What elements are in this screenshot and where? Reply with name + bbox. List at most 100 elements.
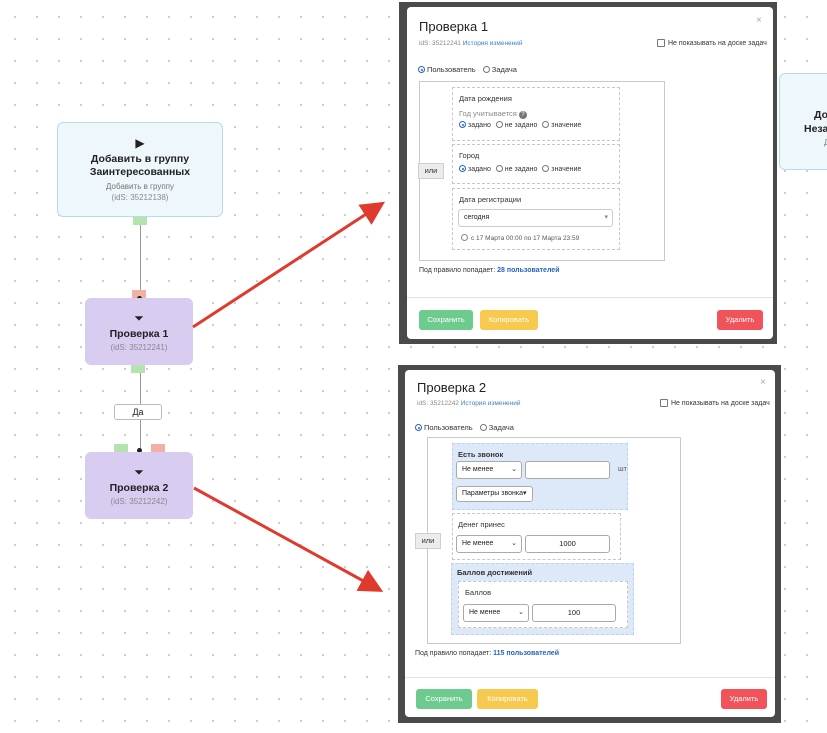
check2-yes-port[interactable] xyxy=(114,444,128,452)
money-amount-input[interactable]: 1000 xyxy=(525,535,610,553)
points-inner-label: Баллов xyxy=(465,588,492,597)
funnel-icon: ⏷ xyxy=(134,310,144,325)
radio-user-label: Пользователь xyxy=(427,65,476,74)
modal1-summary: Под правило попадает: 28 пользователей xyxy=(419,267,560,274)
check1-output-port[interactable] xyxy=(131,365,145,373)
money-label: Денег принес xyxy=(458,520,505,529)
call-params-label: Параметры звонка xyxy=(462,490,523,497)
check2-node-title: Проверка 2 xyxy=(109,481,169,494)
points-label: Баллов достижений xyxy=(457,568,533,577)
modal1-type-radios[interactable]: Пользователь Задача xyxy=(418,65,522,74)
city-label: Город xyxy=(459,151,480,160)
clock-icon xyxy=(461,234,468,241)
radio-task[interactable] xyxy=(479,424,487,431)
modal1-id: idS: 35212241 xyxy=(419,40,461,47)
action-node-subtitle: Добавить в группу xyxy=(106,182,174,191)
birthdate-radios[interactable]: задано не задано значение xyxy=(459,121,584,129)
partial-action-node[interactable]: До Неза Д xyxy=(779,73,827,170)
condition-registration-date xyxy=(452,188,620,250)
save-button[interactable]: Сохранить xyxy=(416,689,472,709)
radio-not-set[interactable] xyxy=(495,165,503,172)
action-node-add-to-group[interactable]: ▶ Добавить в группу Заинтересованных Доб… xyxy=(57,122,223,217)
checkbox-icon[interactable] xyxy=(660,399,668,407)
modal2-title: Проверка 2 xyxy=(417,380,487,395)
call-params-button[interactable]: Параметры звонка▾ xyxy=(456,486,533,502)
radio-user-label: Пользователь xyxy=(424,423,473,432)
check1-input-port[interactable] xyxy=(132,290,146,298)
arrow-to-modal1 xyxy=(192,201,386,329)
close-icon[interactable]: × xyxy=(756,15,762,26)
radio-not-set-label: не задано xyxy=(504,122,538,129)
registration-period-select[interactable]: сегодня ▾ xyxy=(458,209,613,227)
modal2-history-link[interactable]: История изменений xyxy=(460,400,521,407)
delete-button[interactable]: Удалить xyxy=(721,689,767,709)
city-radios[interactable]: задано не задано значение xyxy=(459,165,584,173)
modal1-hide-label: Не показывать на доске задач xyxy=(668,39,767,47)
summary-count[interactable]: 115 пользователей xyxy=(493,650,559,657)
action-node-output-port[interactable] xyxy=(133,217,147,225)
radio-task[interactable] xyxy=(482,66,490,73)
copy-button[interactable]: Копировать xyxy=(477,689,538,709)
radio-user[interactable] xyxy=(418,66,425,73)
save-button[interactable]: Сохранить xyxy=(419,310,473,330)
delete-button[interactable]: Удалить xyxy=(717,310,763,330)
points-value-input[interactable]: 100 xyxy=(532,604,616,622)
modal2-hide-label: Не показывать на доске задач xyxy=(671,399,770,407)
modal2-type-radios[interactable]: Пользователь Задача xyxy=(415,423,519,432)
money-operator-value: Не менее xyxy=(462,540,494,547)
modal1-or-toggle[interactable]: или xyxy=(418,163,444,179)
check1-node-title: Проверка 1 xyxy=(109,327,169,340)
radio-set[interactable] xyxy=(459,165,466,172)
help-icon[interactable]: ? xyxy=(518,111,527,119)
birthdate-year-label: Год учитывается? xyxy=(459,109,527,119)
copy-button[interactable]: Копировать xyxy=(480,310,538,330)
check2-no-port[interactable] xyxy=(151,444,165,452)
partial-node-line1: До xyxy=(814,109,827,121)
modal1-ids: idS: 35212241 История изменений xyxy=(419,40,523,47)
modal2-hide-checkbox[interactable]: Не показывать на доске задач xyxy=(660,399,770,407)
check1-node[interactable]: ⏷ Проверка 1 (idS: 35212241) xyxy=(85,298,193,365)
condition-money xyxy=(452,513,621,560)
summary-prefix: Под правило попадает: xyxy=(415,650,492,657)
connector-dot xyxy=(137,448,142,453)
call-count-input[interactable] xyxy=(525,461,610,479)
play-icon: ▶ xyxy=(135,136,145,150)
partial-node-line2: Неза xyxy=(804,123,827,135)
radio-user[interactable] xyxy=(415,424,422,431)
arrow-to-modal2 xyxy=(193,486,384,592)
summary-prefix: Под правило попадает: xyxy=(419,267,496,274)
action-node-id: (idS: 35212138) xyxy=(111,193,169,202)
call-operator-select[interactable]: Не менее ⌄ xyxy=(456,461,522,479)
condition-city xyxy=(452,144,620,184)
radio-task-label: Задача xyxy=(488,423,514,432)
check2-node[interactable]: ⏷ Проверка 2 (idS: 35212242) xyxy=(85,452,193,519)
modal2-or-toggle[interactable]: или xyxy=(415,533,441,549)
registration-label: Дата регистрации xyxy=(459,195,522,204)
points-operator-select[interactable]: Не менее ⌄ xyxy=(463,604,529,622)
modal1: Проверка 1 idS: 35212241 История изменен… xyxy=(407,7,773,339)
radio-value[interactable] xyxy=(542,121,550,128)
radio-value-label: значение xyxy=(551,122,582,129)
yes-branch-label[interactable]: Да xyxy=(114,404,162,420)
funnel-icon: ⏷ xyxy=(134,464,144,479)
action-node-title-line1: Добавить в группу xyxy=(90,153,190,165)
birthdate-year-text: Год учитывается xyxy=(459,109,517,118)
radio-value-label: значение xyxy=(551,166,582,173)
checkbox-icon[interactable] xyxy=(657,39,665,47)
radio-set[interactable] xyxy=(459,121,466,128)
radio-not-set[interactable] xyxy=(495,121,503,128)
chevron-down-icon: ▾ xyxy=(604,214,608,221)
radio-task-label: Задача xyxy=(491,65,517,74)
modal2: Проверка 2 idS: 35212242 История изменен… xyxy=(405,370,775,717)
modal2-id: idS: 35212242 xyxy=(417,400,459,407)
summary-count[interactable]: 28 пользователей xyxy=(497,267,560,274)
radio-value[interactable] xyxy=(542,165,550,172)
registration-range-text: с 17 Марта 00:00 по 17 Марта 23:59 xyxy=(471,235,580,242)
modal1-hide-checkbox[interactable]: Не показывать на доске задач xyxy=(657,39,767,47)
money-operator-select[interactable]: Не менее ⌄ xyxy=(456,535,522,553)
modal1-history-link[interactable]: История изменений xyxy=(462,40,523,47)
close-icon[interactable]: × xyxy=(760,377,766,388)
points-operator-value: Не менее xyxy=(469,609,501,616)
call-label: Есть звонок xyxy=(458,450,504,459)
